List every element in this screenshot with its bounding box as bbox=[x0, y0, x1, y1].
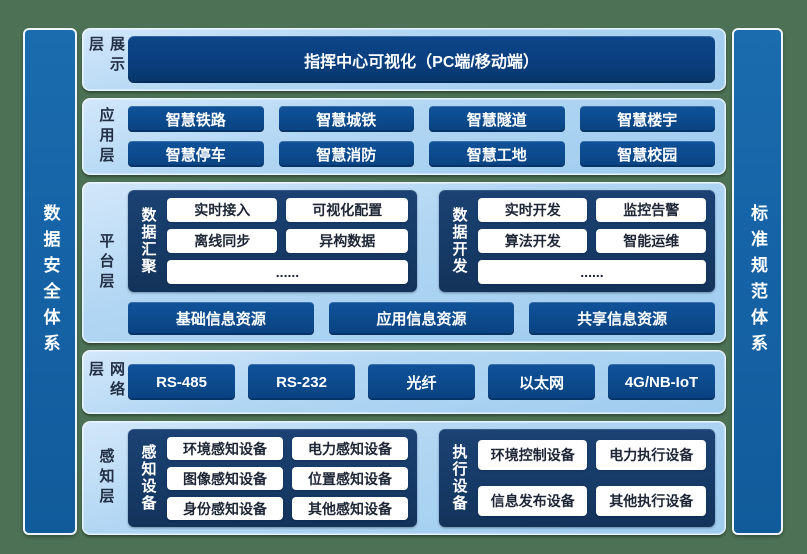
item-offline-sync: 离线同步 bbox=[167, 229, 278, 253]
item-realtime-access: 实时接入 bbox=[167, 198, 278, 222]
item-heterogeneous-data: 异构数据 bbox=[286, 229, 408, 253]
item-development-more: ...... bbox=[477, 260, 706, 284]
app-chip-smart-metro: 智慧城铁 bbox=[278, 106, 414, 132]
group-data-development: 数据开发 实时开发 监控告警 算法开发 智能运维 ...... bbox=[438, 190, 715, 292]
layer-display-label: 展示层 bbox=[87, 36, 125, 76]
group-data-development-label: 数据开发 bbox=[450, 207, 468, 275]
item-intelligent-ops: 智能运维 bbox=[596, 229, 706, 253]
layer-network-content: RS-485 RS-232 光纤 以太网 4G/NB-IoT bbox=[128, 361, 715, 403]
app-chip-smart-parking: 智慧停车 bbox=[128, 141, 264, 167]
layer-perception-label: 感知层 bbox=[97, 448, 115, 508]
layer-perception: 感知层 感知设备 环境感知设备 电力感知设备 图像感知设备 位置感知设备 身份感… bbox=[82, 421, 726, 535]
app-chip-smart-tunnel: 智慧隧道 bbox=[429, 106, 565, 132]
group-data-aggregation-label: 数据汇聚 bbox=[139, 207, 157, 275]
item-env-control: 环境控制设备 bbox=[477, 440, 588, 470]
layer-perception-content: 感知设备 环境感知设备 电力感知设备 图像感知设备 位置感知设备 身份感知设备 … bbox=[128, 429, 715, 527]
item-power-execution: 电力执行设备 bbox=[596, 440, 706, 470]
platform-groups-row: 数据汇聚 实时接入 可视化配置 离线同步 异构数据 ...... 数据开发 bbox=[128, 190, 715, 292]
pillar-data-security: 数据安全体系 bbox=[23, 28, 77, 535]
platform-column: 数据汇聚 实时接入 可视化配置 离线同步 异构数据 ...... 数据开发 bbox=[128, 190, 716, 335]
item-info-publish: 信息发布设备 bbox=[477, 486, 588, 516]
app-chip-smart-campus: 智慧校园 bbox=[579, 141, 715, 167]
pillar-standards: 标准规范体系 bbox=[732, 28, 783, 535]
item-other-execution: 其他执行设备 bbox=[596, 486, 706, 516]
group-sensing-devices-label: 感知设备 bbox=[139, 444, 157, 512]
resource-application-info: 应用信息资源 bbox=[328, 302, 515, 335]
layer-application-label: 应用层 bbox=[97, 106, 115, 167]
app-chip-smart-worksite: 智慧工地 bbox=[429, 141, 565, 167]
item-power-sensing: 电力感知设备 bbox=[291, 437, 408, 460]
group-execution-devices-label: 执行设备 bbox=[450, 444, 468, 512]
net-chip-ethernet: 以太网 bbox=[488, 364, 595, 400]
layer-platform-label: 平台层 bbox=[97, 232, 115, 293]
item-algorithm-dev: 算法开发 bbox=[477, 229, 588, 253]
net-chip-4g-nbiot: 4G/NB-IoT bbox=[608, 364, 715, 400]
item-other-sensing: 其他感知设备 bbox=[291, 497, 408, 520]
item-visual-config: 可视化配置 bbox=[286, 198, 408, 222]
app-chip-smart-firefighting: 智慧消防 bbox=[278, 141, 414, 167]
layer-display-content: 指挥中心可视化（PC端/移动端） bbox=[128, 36, 715, 83]
resource-shared-info: 共享信息资源 bbox=[529, 302, 716, 335]
layer-platform-content: 数据汇聚 实时接入 可视化配置 离线同步 异构数据 ...... 数据开发 bbox=[128, 190, 716, 335]
layer-network-label: 网络层 bbox=[87, 361, 125, 401]
network-row: RS-485 RS-232 光纤 以太网 4G/NB-IoT bbox=[128, 361, 715, 403]
group-data-aggregation: 数据汇聚 实时接入 可视化配置 离线同步 异构数据 ...... bbox=[128, 190, 417, 292]
command-center-box: 指挥中心可视化（PC端/移动端） bbox=[128, 36, 715, 83]
group-data-development-grid: 实时开发 监控告警 算法开发 智能运维 ...... bbox=[477, 198, 706, 284]
layer-display: 展示层 指挥中心可视化（PC端/移动端） bbox=[82, 28, 726, 91]
net-chip-rs485: RS-485 bbox=[128, 364, 235, 400]
layer-application-content: 智慧铁路 智慧城铁 智慧隧道 智慧楼宇 智慧停车 智慧消防 智慧工地 智慧校园 bbox=[128, 106, 715, 167]
net-chip-rs232: RS-232 bbox=[248, 364, 355, 400]
resource-basic-info: 基础信息资源 bbox=[128, 302, 314, 335]
item-location-sensing: 位置感知设备 bbox=[291, 467, 408, 490]
item-identity-sensing: 身份感知设备 bbox=[167, 497, 283, 520]
net-chip-fiber: 光纤 bbox=[368, 364, 475, 400]
item-image-sensing: 图像感知设备 bbox=[167, 467, 283, 490]
item-monitor-alert: 监控告警 bbox=[596, 198, 706, 222]
item-env-sensing: 环境感知设备 bbox=[167, 437, 283, 460]
item-aggregation-more: ...... bbox=[167, 260, 408, 284]
item-realtime-dev: 实时开发 bbox=[477, 198, 588, 222]
layer-application: 应用层 智慧铁路 智慧城铁 智慧隧道 智慧楼宇 智慧停车 智慧消防 智慧工地 智… bbox=[82, 98, 726, 175]
group-execution-devices: 执行设备 环境控制设备 电力执行设备 信息发布设备 其他执行设备 bbox=[438, 429, 715, 527]
application-grid: 智慧铁路 智慧城铁 智慧隧道 智慧楼宇 智慧停车 智慧消防 智慧工地 智慧校园 bbox=[128, 106, 715, 167]
layer-network: 网络层 RS-485 RS-232 光纤 以太网 4G/NB-IoT bbox=[82, 350, 726, 414]
perception-groups-row: 感知设备 环境感知设备 电力感知设备 图像感知设备 位置感知设备 身份感知设备 … bbox=[128, 429, 715, 527]
group-data-aggregation-grid: 实时接入 可视化配置 离线同步 异构数据 ...... bbox=[167, 198, 408, 284]
group-sensing-devices-grid: 环境感知设备 电力感知设备 图像感知设备 位置感知设备 身份感知设备 其他感知设… bbox=[167, 437, 408, 520]
app-chip-smart-building: 智慧楼宇 bbox=[579, 106, 715, 132]
group-execution-devices-grid: 环境控制设备 电力执行设备 信息发布设备 其他执行设备 bbox=[477, 437, 706, 519]
layer-stack: 展示层 指挥中心可视化（PC端/移动端） 应用层 智慧铁路 智慧城铁 智慧隧道 … bbox=[82, 28, 726, 535]
app-chip-smart-railway: 智慧铁路 bbox=[128, 106, 264, 132]
platform-resources-row: 基础信息资源 应用信息资源 共享信息资源 bbox=[128, 302, 716, 335]
group-sensing-devices: 感知设备 环境感知设备 电力感知设备 图像感知设备 位置感知设备 身份感知设备 … bbox=[128, 429, 417, 527]
layer-platform: 平台层 数据汇聚 实时接入 可视化配置 离线同步 异构数据 ...... bbox=[82, 182, 726, 343]
